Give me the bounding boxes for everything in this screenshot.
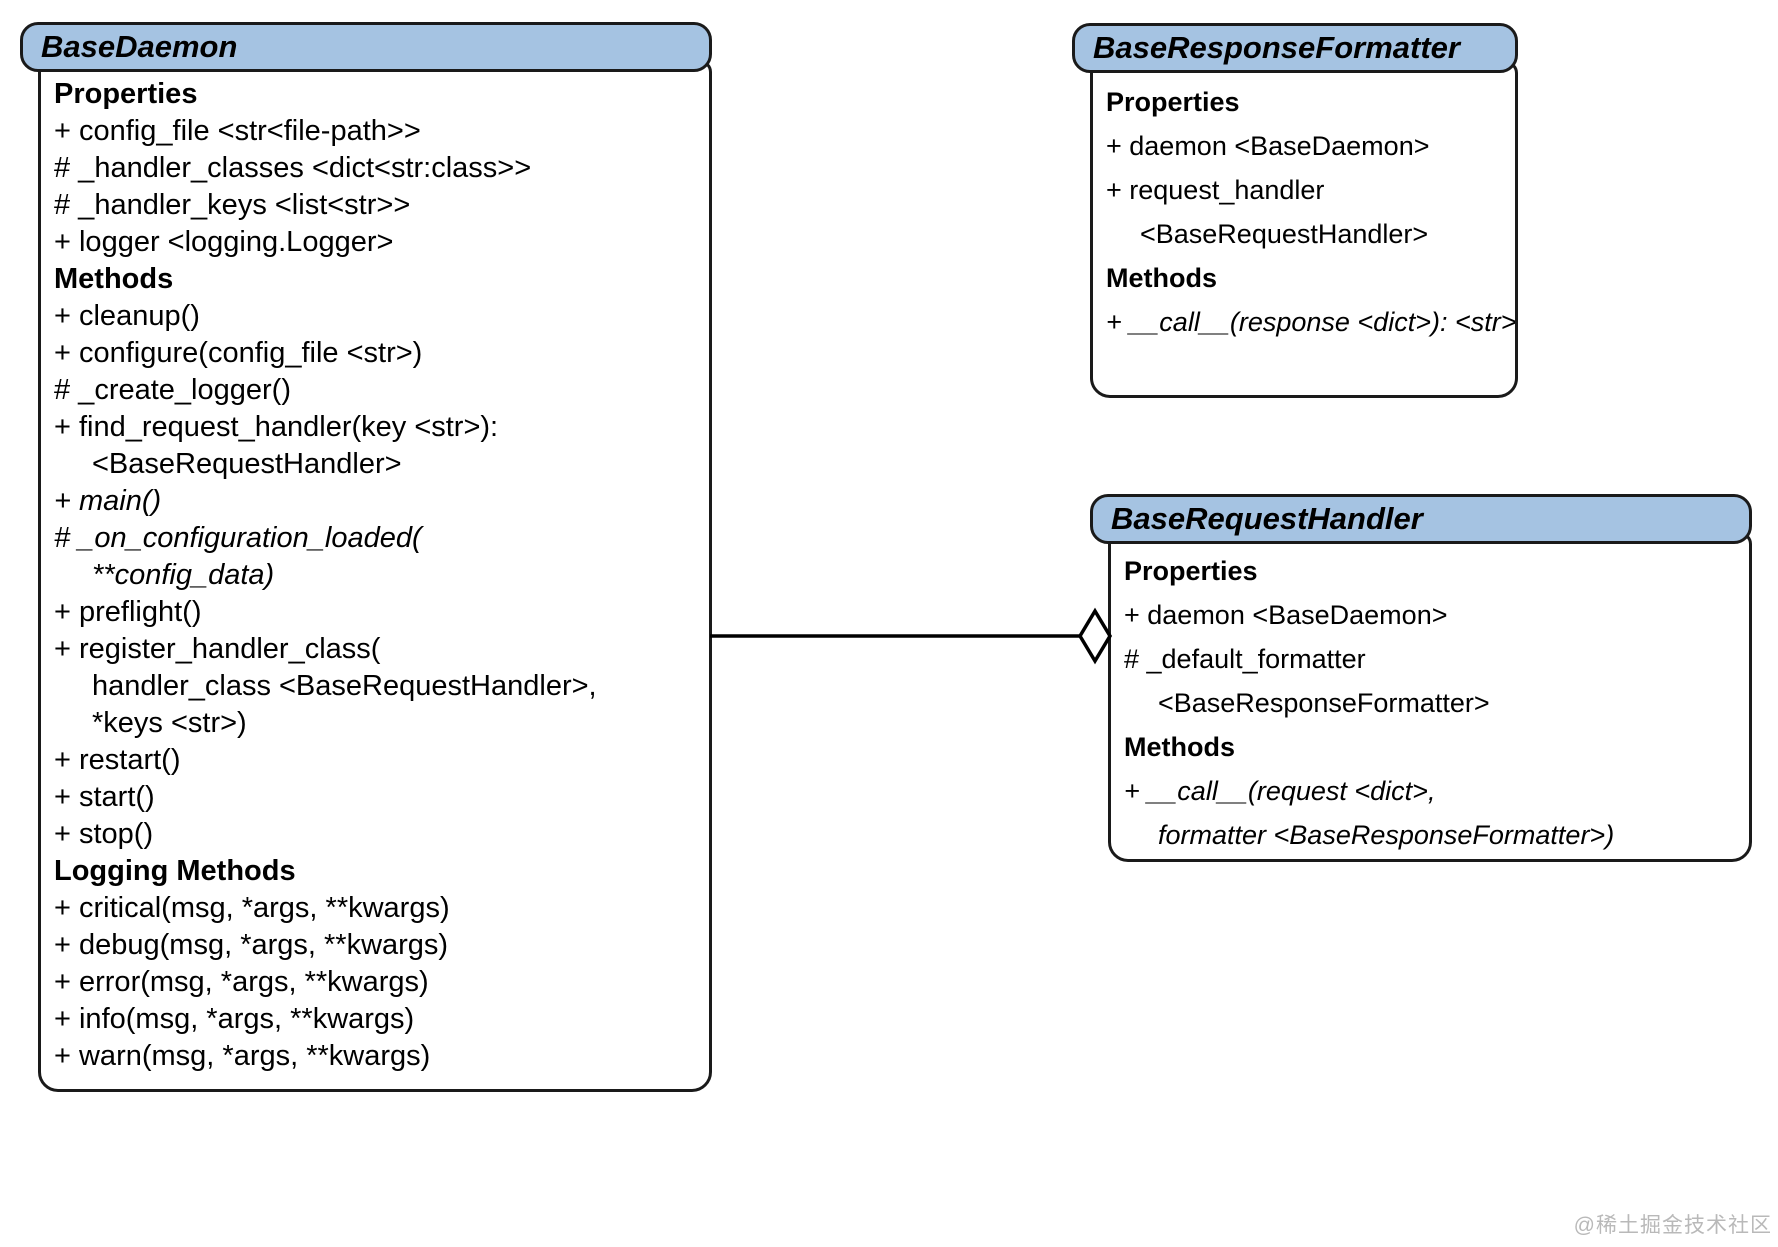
- member-line: + restart(): [54, 744, 181, 776]
- member-line: + request_handler: [1106, 175, 1325, 205]
- watermark: @稀土掘金技术社区: [1573, 1214, 1772, 1237]
- class-box-basedaemon: BaseDaemon Properties + config_file <str<…: [20, 22, 712, 1092]
- member-line: + daemon <BaseDaemon>: [1106, 131, 1430, 161]
- member-line: + info(msg, *args, **kwargs): [54, 1003, 415, 1035]
- member-line: # _create_logger(): [54, 374, 291, 406]
- class-body: Properties + daemon <BaseDaemon> # _defaul…: [1108, 532, 1752, 862]
- class-title: BaseDaemon: [41, 29, 238, 64]
- class-title: BaseRequestHandler: [1111, 501, 1423, 536]
- member-line: + cleanup(): [54, 300, 200, 332]
- member-line: <BaseRequestHandler>: [92, 448, 402, 480]
- member-line: + register_handler_class(: [54, 633, 381, 665]
- member-line: # _handler_classes <dict<str:class>>: [54, 152, 532, 184]
- class-header: BaseDaemon: [20, 22, 712, 72]
- member-line: *keys <str>): [92, 707, 247, 739]
- member-line: + config_file <str<file-path>>: [54, 115, 421, 147]
- member-line: # _default_formatter: [1124, 644, 1366, 674]
- aggregation-diamond-icon: [1077, 607, 1113, 665]
- section-label: Methods: [54, 263, 174, 295]
- member-line: + error(msg, *args, **kwargs): [54, 966, 429, 998]
- member-line: <BaseRequestHandler>: [1140, 219, 1429, 249]
- member-line: + __call__(response <dict>): <str>: [1106, 307, 1517, 337]
- class-body: Properties + config_file <str<file-path>>…: [38, 60, 712, 1092]
- section-label: Properties: [54, 78, 198, 110]
- section-label: Properties: [1106, 87, 1240, 117]
- member-line: + main(): [54, 485, 162, 517]
- class-header: BaseRequestHandler: [1090, 494, 1752, 544]
- section-label: Properties: [1124, 556, 1258, 586]
- member-line: + start(): [54, 781, 155, 813]
- member-line: + debug(msg, *args, **kwargs): [54, 929, 449, 961]
- section-label: Methods: [1124, 732, 1235, 762]
- member-line: + warn(msg, *args, **kwargs): [54, 1040, 431, 1072]
- class-title: BaseResponseFormatter: [1093, 30, 1460, 65]
- member-line: + logger <logging.Logger>: [54, 226, 394, 258]
- member-line: + configure(config_file <str>): [54, 337, 423, 369]
- member-line: + critical(msg, *args, **kwargs): [54, 892, 450, 924]
- member-line: formatter <BaseResponseFormatter>): [1158, 820, 1615, 850]
- member-line: **config_data): [92, 559, 275, 591]
- section-label: Methods: [1106, 263, 1217, 293]
- aggregation-connector: [710, 607, 1113, 665]
- class-box-baseresponseformatter: BaseResponseFormatter Properties + daemon…: [1072, 23, 1518, 398]
- member-line: + stop(): [54, 818, 154, 850]
- member-line: # _on_configuration_loaded(: [54, 522, 422, 554]
- section-label: Logging Methods: [54, 855, 296, 887]
- class-header: BaseResponseFormatter: [1072, 23, 1518, 73]
- member-line: + preflight(): [54, 596, 202, 628]
- member-line: + daemon <BaseDaemon>: [1124, 600, 1448, 630]
- class-body: Properties + daemon <BaseDaemon> + request…: [1090, 61, 1518, 398]
- member-line: # _handler_keys <list<str>>: [54, 189, 411, 221]
- member-line: <BaseResponseFormatter>: [1158, 688, 1490, 718]
- class-box-baserequesthandler: BaseRequestHandler Properties + daemon <B…: [1090, 494, 1752, 862]
- member-line: + find_request_handler(key <str>):: [54, 411, 499, 443]
- member-line: handler_class <BaseRequestHandler>,: [92, 670, 597, 702]
- member-line: + __call__(request <dict>,: [1124, 776, 1436, 806]
